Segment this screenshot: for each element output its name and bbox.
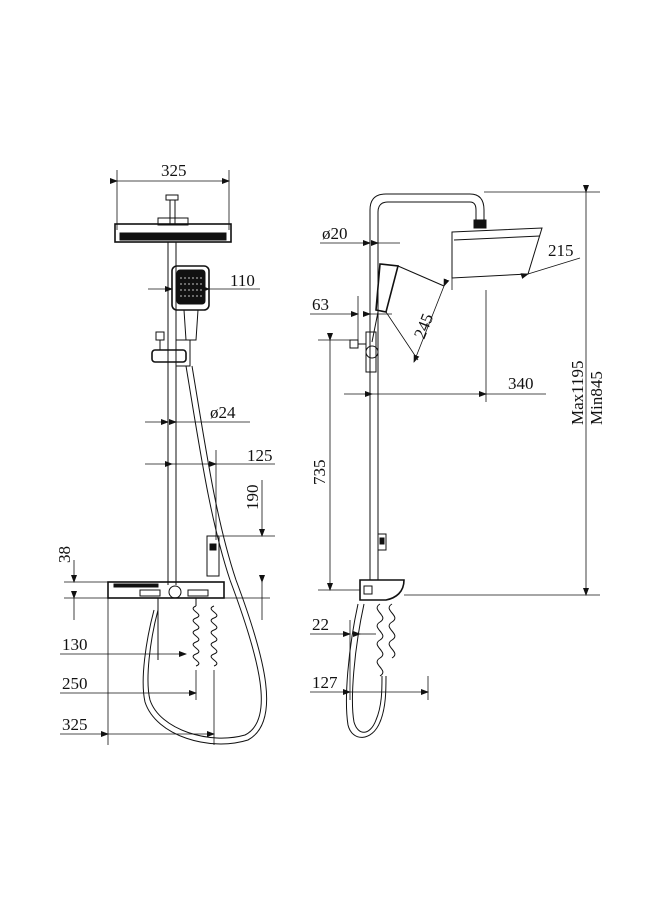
label-735: 735 <box>310 460 329 486</box>
dim-325-bottom: 325 <box>60 598 215 745</box>
hand-shower-side <box>371 263 445 361</box>
side-view: 215 ø20 245 63 <box>310 185 606 738</box>
dim-hand-shower-length: 245 <box>410 278 450 363</box>
label-325-bottom: 325 <box>62 715 88 734</box>
dim-127: 127 <box>310 673 429 700</box>
label-max1195: Max1195 <box>568 360 587 425</box>
overhead-arm <box>369 193 487 380</box>
dim-holder-height: 190 <box>220 480 275 620</box>
hoses-side <box>345 603 396 738</box>
lower-rail-side <box>369 372 387 580</box>
dim-250: 250 <box>60 670 197 700</box>
dim-shelf-height: 38 <box>55 546 270 620</box>
slider-side <box>349 331 379 373</box>
label-min845: Min845 <box>587 371 606 425</box>
dim-130: 130 <box>60 635 187 657</box>
hand-shower <box>171 265 210 341</box>
label-o20: ø20 <box>322 224 348 243</box>
label-130: 130 <box>62 635 88 654</box>
label-38: 38 <box>55 546 74 563</box>
dim-max-min-height: Max1195 Min845 <box>404 185 606 596</box>
label-340: 340 <box>508 374 534 393</box>
label-110: 110 <box>230 271 255 290</box>
label-215: 215 <box>548 241 574 260</box>
dim-rail-diameter: ø24 <box>145 403 250 425</box>
dim-hand-shower-width: 110 <box>148 271 260 292</box>
label-63: 63 <box>312 295 329 314</box>
dim-pipe-diameter: ø20 <box>320 224 400 246</box>
rail <box>167 242 177 585</box>
overhead-head-side <box>451 227 543 290</box>
label-22: 22 <box>312 615 329 634</box>
label-245: 245 <box>410 311 437 342</box>
dim-head-width: 325 <box>110 161 230 230</box>
dim-arm-reach: 340 <box>344 290 546 402</box>
thermostat-side <box>359 579 405 601</box>
overhead-shower <box>114 194 232 243</box>
label-127: 127 <box>312 673 338 692</box>
slider-holder <box>151 331 191 367</box>
dim-head-depth: 215 <box>520 241 581 279</box>
front-view: 325 110 <box>55 161 275 745</box>
dim-slide-range: 735 <box>310 333 360 591</box>
shower-hose <box>142 365 268 745</box>
label-250: 250 <box>62 674 88 693</box>
label-125: 125 <box>247 446 273 465</box>
dim-arm-offset: 125 <box>145 446 275 540</box>
label-325-top: 325 <box>161 161 187 180</box>
wall-holder <box>206 535 220 577</box>
label-190: 190 <box>243 485 262 511</box>
coiled-hose <box>157 605 218 667</box>
label-o24: ø24 <box>210 403 236 422</box>
thermostat-shelf <box>107 581 225 606</box>
dim-22: 22 <box>310 615 376 700</box>
dim-63: 63 <box>310 295 392 345</box>
